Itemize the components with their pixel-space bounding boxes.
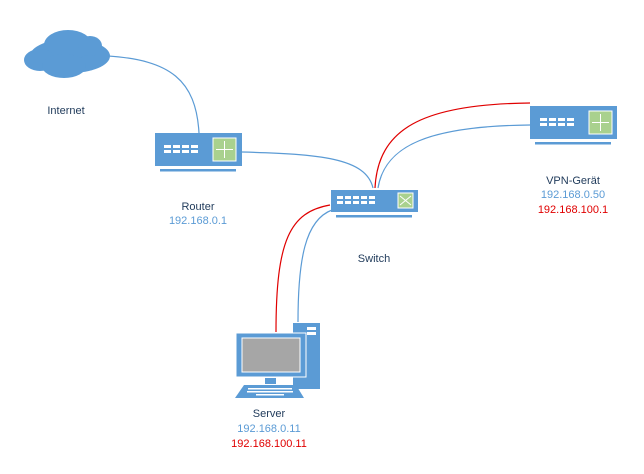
vpn-router-icon bbox=[530, 106, 617, 145]
switch-label: Switch bbox=[357, 253, 391, 265]
link-switch-server-primary bbox=[297, 209, 333, 323]
router-ip: 192.168.0.1 bbox=[168, 215, 228, 227]
cloud-icon bbox=[24, 30, 110, 78]
vpn-label: VPN-Gerät bbox=[546, 175, 600, 187]
vpn-ip-secondary: 192.168.100.1 bbox=[537, 204, 609, 216]
link-switch-vpn-secondary bbox=[374, 102, 531, 189]
link-router-switch bbox=[241, 151, 374, 189]
switch-icon bbox=[331, 190, 418, 218]
router-label: Router bbox=[181, 201, 215, 213]
link-switch-server-secondary bbox=[275, 204, 331, 333]
server-ip-secondary: 192.168.100.11 bbox=[231, 438, 307, 450]
computer-icon bbox=[235, 323, 320, 398]
vpn-ip-primary: 192.168.0.50 bbox=[540, 189, 606, 201]
link-internet-router bbox=[107, 55, 200, 134]
server-label: Server bbox=[252, 408, 286, 420]
router-icon bbox=[155, 133, 242, 172]
server-ip-primary: 192.168.0.11 bbox=[237, 423, 301, 435]
internet-label: Internet bbox=[47, 105, 85, 117]
link-switch-vpn-primary bbox=[377, 124, 531, 189]
